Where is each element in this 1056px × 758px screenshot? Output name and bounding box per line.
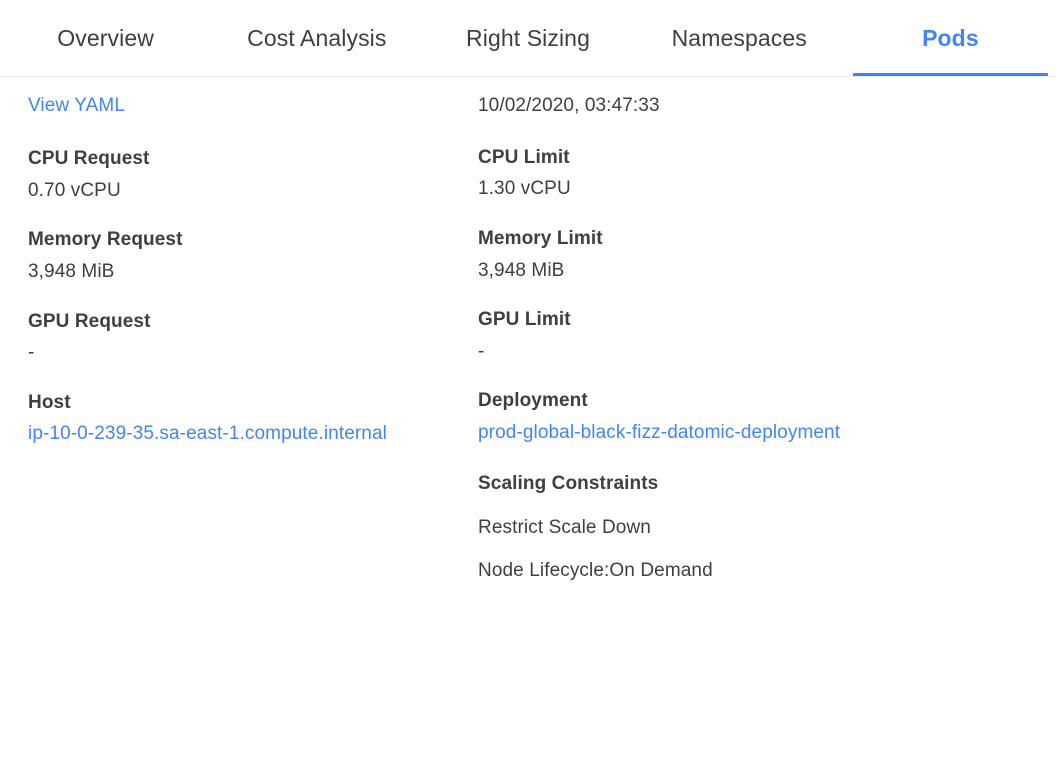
tab-right-sizing[interactable]: Right Sizing xyxy=(422,0,633,77)
tab-pods[interactable]: Pods xyxy=(845,0,1056,77)
field-host-link[interactable]: ip-10-0-239-35.sa-east-1.compute.interna… xyxy=(28,423,387,445)
scaling-constraint-restrict-scale-down: Restrict Scale Down xyxy=(478,516,651,538)
tab-namespaces[interactable]: Namespaces xyxy=(634,0,845,77)
field-gpu-limit-label: GPU Limit xyxy=(478,309,571,331)
field-memory-limit-label: Memory Limit xyxy=(478,227,603,249)
field-gpu-request-label: GPU Request xyxy=(28,310,151,332)
field-deployment-label: Deployment xyxy=(478,390,588,412)
tab-overview[interactable]: Overview xyxy=(0,0,211,77)
field-memory-request-label: Memory Request xyxy=(28,229,183,251)
field-memory-request-value: 3,948 MiB xyxy=(28,260,115,282)
field-host-label: Host xyxy=(28,391,71,413)
view-yaml-link[interactable]: View YAML xyxy=(28,95,126,116)
field-deployment-link[interactable]: prod-global-black-fizz-datomic-deploymen… xyxy=(478,422,841,444)
field-gpu-limit: GPU Limit - xyxy=(478,307,1028,364)
detail-column-left: View YAML CPU Request 0.70 vCPU Memory R… xyxy=(0,93,464,584)
tab-overview-label: Overview xyxy=(57,25,154,51)
field-gpu-request-value: - xyxy=(28,342,35,364)
scaling-constraints-block: Scaling Constraints Restrict Scale Down … xyxy=(478,471,1028,584)
field-memory-limit: Memory Limit 3,948 MiB xyxy=(478,226,1028,283)
field-gpu-limit-value: - xyxy=(478,340,485,362)
tab-cost-analysis-label: Cost Analysis xyxy=(247,25,387,51)
field-host: Host ip-10-0-239-35.sa-east-1.compute.in… xyxy=(28,390,448,449)
field-deployment: Deployment prod-global-black-fizz-datomi… xyxy=(478,388,1028,447)
tab-pods-label: Pods xyxy=(922,25,979,51)
scaling-constraint-node-lifecycle: Node Lifecycle:On Demand xyxy=(478,560,713,582)
tab-right-sizing-label: Right Sizing xyxy=(466,25,590,51)
field-cpu-request-label: CPU Request xyxy=(28,147,150,169)
tab-namespaces-label: Namespaces xyxy=(671,25,807,51)
pod-detail-panel: View YAML CPU Request 0.70 vCPU Memory R… xyxy=(0,77,1056,584)
scaling-constraints-label: Scaling Constraints xyxy=(478,473,659,495)
detail-column-right: 10/02/2020, 03:47:33 CPU Limit 1.30 vCPU… xyxy=(464,93,1056,584)
field-cpu-request: CPU Request 0.70 vCPU xyxy=(28,146,448,203)
field-cpu-limit-value: 1.30 vCPU xyxy=(478,178,571,200)
field-cpu-request-value: 0.70 vCPU xyxy=(28,179,121,201)
tab-bar: Overview Cost Analysis Right Sizing Name… xyxy=(0,0,1056,77)
field-memory-request: Memory Request 3,948 MiB xyxy=(28,227,448,284)
field-memory-limit-value: 3,948 MiB xyxy=(478,259,565,281)
view-yaml-row: View YAML xyxy=(28,93,448,120)
field-gpu-request: GPU Request - xyxy=(28,309,448,366)
field-cpu-limit-label: CPU Limit xyxy=(478,146,570,168)
tab-cost-analysis[interactable]: Cost Analysis xyxy=(211,0,422,77)
pod-timestamp: 10/02/2020, 03:47:33 xyxy=(478,95,660,116)
field-cpu-limit: CPU Limit 1.30 vCPU xyxy=(478,145,1028,202)
